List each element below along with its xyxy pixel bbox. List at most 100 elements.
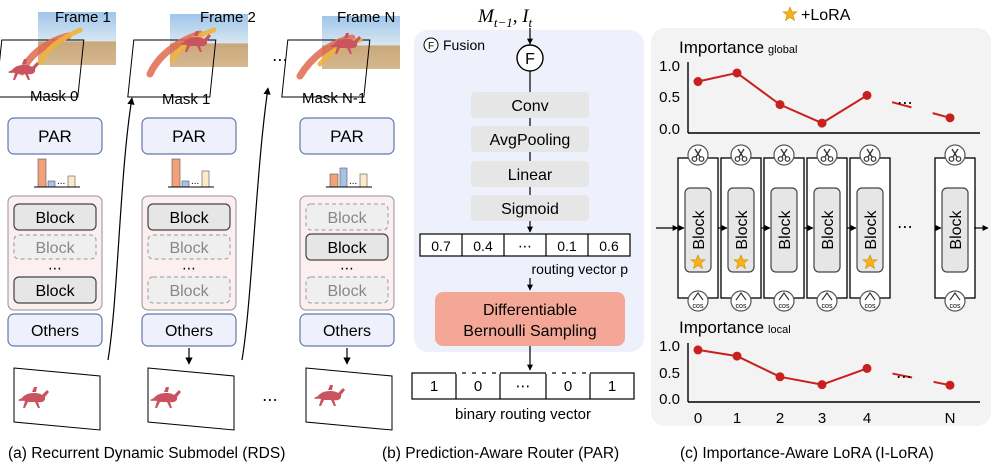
lora-block-label: Block [691, 209, 708, 249]
par-label: PAR [172, 127, 206, 146]
fusion-legend-symbol: F [428, 41, 434, 52]
global-point-0 [693, 77, 703, 87]
panel-b: Mt−1, It F Fusion F Conv AvgPooling Line… [382, 6, 644, 462]
global-ytick: 0.0 [659, 121, 680, 138]
lora-star-icon [782, 6, 798, 21]
x-tick-label: 4 [863, 410, 871, 427]
layer-avgpooling-label: AvgPooling [490, 132, 571, 149]
par-box [141, 117, 237, 155]
bernoulli-line-2: Bernoulli Sampling [463, 323, 596, 340]
caption-a: (a) Recurrent Dynamic Submodel (RDS) [8, 445, 285, 462]
binary-cell: ⋯ [516, 378, 531, 395]
block-label: Block [327, 210, 367, 227]
lora-block [941, 187, 969, 273]
block-ellipsis: ⋯ [340, 260, 354, 276]
prob-histogram: ... [326, 167, 372, 188]
svg-text:...: ... [349, 176, 357, 187]
global-series-segment [779, 103, 823, 125]
block-label: Block [327, 240, 367, 257]
local-point-1 [732, 351, 742, 361]
others-label: Others [323, 323, 371, 340]
routing-cell: 0.6 [599, 238, 619, 254]
bernoulli-sampling-box [435, 292, 625, 346]
par-box [7, 117, 103, 155]
lora-block [727, 187, 755, 273]
x-tick-label: 0 [694, 410, 702, 427]
svg-text:...: ... [191, 176, 199, 187]
layer-sigmoid-label: Sigmoid [501, 201, 559, 218]
global-series-segment [697, 71, 738, 83]
block-skipped [13, 234, 97, 260]
global-point-2 [775, 100, 785, 110]
lora-legend-label: +LoRA [801, 7, 851, 24]
binary-cell: 0 [564, 378, 572, 395]
recurrent-arrow [107, 97, 135, 361]
rds-column-1: PAR ... Block Block ⋯ Block Others [7, 117, 103, 347]
bernoulli-line-1: Differentiable [483, 302, 577, 319]
global-point-4 [862, 90, 872, 100]
fusion-legend-label: Fusion [443, 37, 485, 53]
cos-label: cos [950, 303, 961, 310]
rds-column-n: PAR ... Block Block ⋯ Block Others [299, 117, 395, 347]
block-ellipsis: ⋯ [182, 260, 196, 276]
binary-cell: 0 [474, 378, 482, 395]
block-skipped [305, 203, 389, 231]
output-mask-2 [147, 367, 235, 431]
par-label: PAR [38, 127, 72, 146]
block-label: Block [169, 283, 209, 300]
frame-1-image [0, 12, 116, 98]
scissors-icon [773, 144, 795, 166]
x-tick-label: 3 [818, 410, 826, 427]
cos-label: cos [736, 303, 747, 310]
block-skipped [147, 276, 231, 304]
global-series-segment [736, 72, 781, 106]
frame-2-image [127, 14, 248, 98]
lora-block-row: cosBlockcosBlockcosBlockcosBlockcosBlock… [656, 144, 989, 312]
block-active [147, 203, 231, 231]
layer-conv [471, 92, 589, 118]
routing-vector: 0.7 0.4 ⋯ 0.1 0.6 [419, 233, 631, 257]
others-label: Others [165, 323, 213, 340]
prob-histogram: ... [34, 158, 80, 188]
global-point-N [945, 113, 955, 123]
mask-n-1-label: Mask N-1 [302, 90, 366, 107]
par-label: PAR [330, 127, 364, 146]
block-row-ellipsis: ⋯ [897, 219, 913, 236]
lora-block [856, 187, 884, 273]
lora-block-label: Block [948, 209, 965, 249]
routing-cell: 0.1 [557, 238, 577, 254]
binary-routing-vector: 1 0 ⋯ 0 1 [411, 372, 635, 400]
local-point-N [945, 380, 955, 390]
frame-n-label: Frame N [337, 9, 395, 26]
recurrent-arrow [241, 87, 271, 361]
layer-avgpooling [471, 126, 589, 152]
others-box [299, 313, 395, 347]
lora-block-label: Block [863, 209, 880, 249]
block-label: Block [35, 283, 75, 300]
x-tick-label: N [945, 410, 956, 427]
fusion-node-label: F [525, 51, 535, 68]
binary-cell: 1 [430, 378, 438, 395]
frame-2-label: Frame 2 [200, 9, 256, 26]
global-point-1 [732, 68, 742, 78]
block-label: Block [169, 240, 209, 257]
scissors-icon [859, 144, 881, 166]
global-importance-plot [693, 68, 955, 128]
block-active [13, 203, 97, 231]
layer-linear-label: Linear [508, 167, 553, 184]
local-point-3 [817, 380, 827, 390]
scissors-icon [816, 144, 838, 166]
routing-cell: ⋯ [518, 238, 532, 254]
local-ytick: 1.0 [659, 338, 680, 355]
local-series-segment [821, 367, 868, 386]
others-box [7, 313, 103, 347]
local-point-4 [862, 363, 872, 373]
local-series-segment [736, 355, 781, 378]
local-series-segment [779, 375, 823, 386]
lora-block [813, 187, 841, 273]
panel-a: Frame 1 Frame 2 Frame N Mask 0 Mask 1 Ma… [0, 9, 400, 462]
prob-histogram: ... [168, 158, 214, 188]
others-box [141, 313, 237, 347]
frame-n-image [281, 16, 400, 98]
